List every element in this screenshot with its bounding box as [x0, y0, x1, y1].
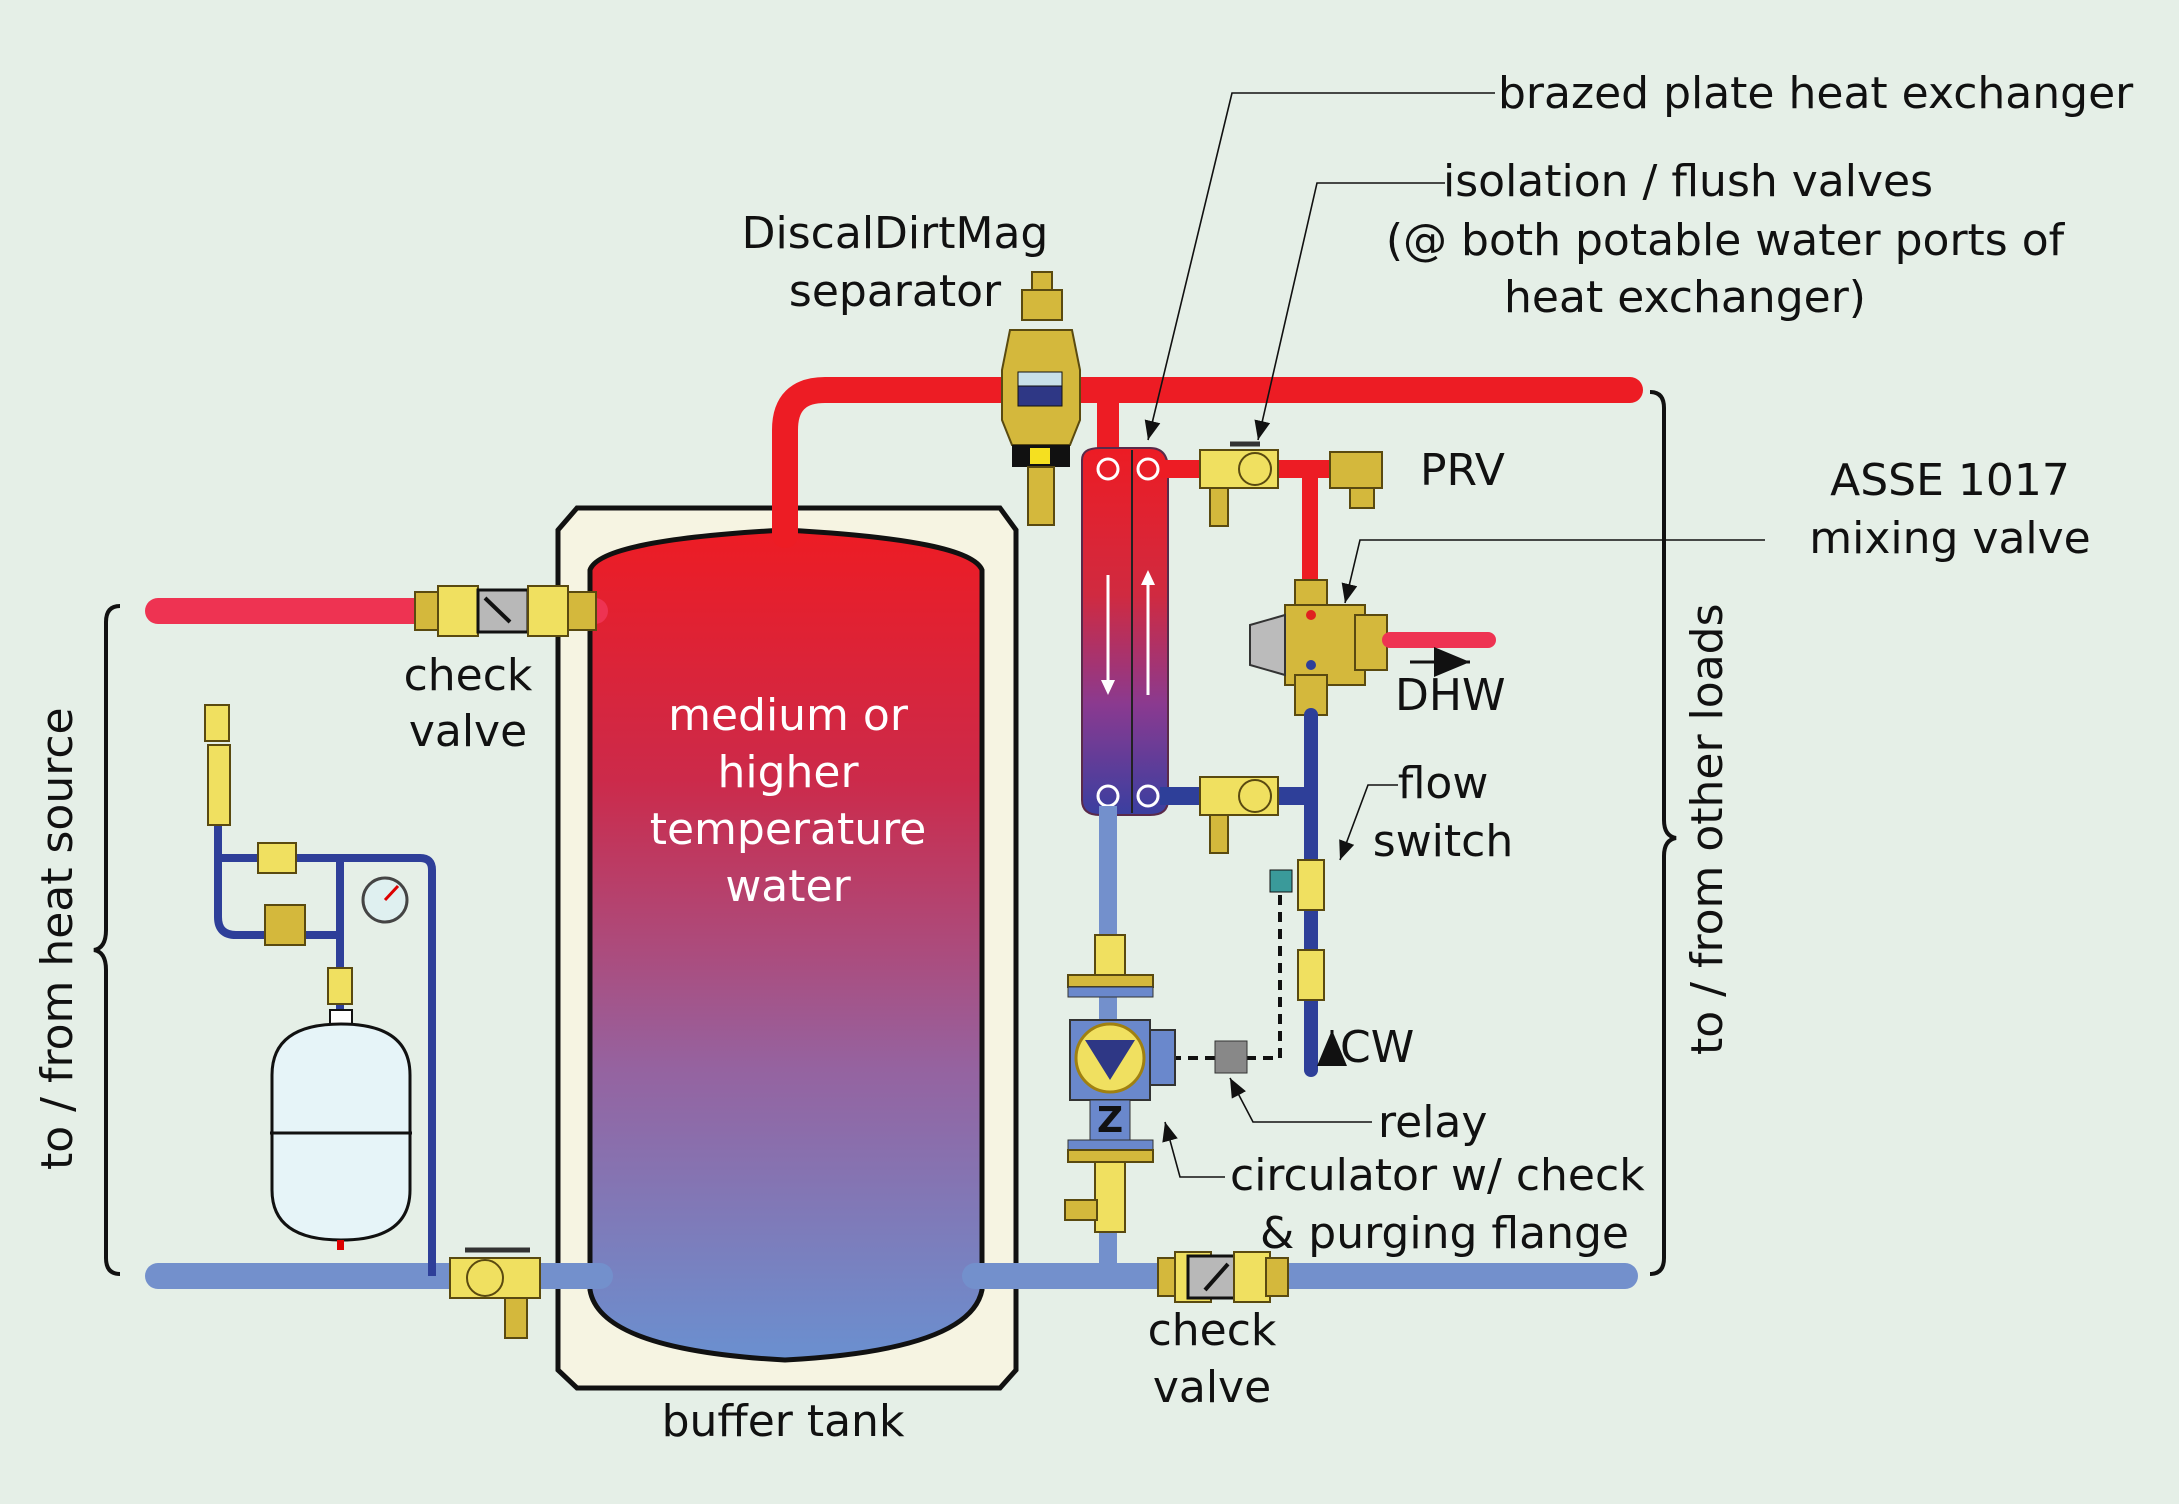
svg-text:Z: Z — [1097, 1100, 1123, 1141]
relay-box — [1214, 1040, 1248, 1074]
dhw-label: DHW — [1395, 670, 1505, 721]
relay-label: relay — [1378, 1097, 1487, 1148]
cw-label: CW — [1340, 1022, 1414, 1073]
tank-label-line3: temperature — [650, 804, 927, 855]
check-valve-top — [414, 585, 597, 637]
mixing-valve — [1249, 579, 1388, 716]
brazed-plate-label: brazed plate heat exchanger — [1498, 68, 2134, 119]
isolation-label-2: (@ both potable water ports of — [1386, 215, 2066, 266]
dirt-separator — [1001, 271, 1081, 526]
prv-label: PRV — [1420, 445, 1505, 496]
circulator: Z — [1064, 934, 1176, 1233]
heat-exchanger — [1081, 447, 1169, 816]
expansion-tank — [270, 1009, 412, 1250]
flow-switch-label-1: flow — [1398, 758, 1489, 809]
mixing-valve-label-2: mixing valve — [1809, 513, 2091, 564]
other-loads-label: to / from other loads — [1682, 603, 1733, 1055]
circulator-label-1: circulator w/ check — [1230, 1150, 1645, 1201]
leader-lines — [1144, 92, 1765, 1178]
tank-label-line1: medium or — [668, 690, 909, 741]
flow-switch-label-2: switch — [1373, 816, 1513, 867]
check-valve-bottom-label-1: check — [1148, 1305, 1277, 1356]
purge-valve-left — [449, 1247, 541, 1339]
isolation-valve-bottom — [1199, 776, 1279, 854]
cw-shutoff-valve — [1297, 949, 1325, 1001]
check-valve-bottom — [1157, 1251, 1289, 1303]
isolation-label-1: isolation / flush valves — [1443, 156, 1933, 207]
fill-assembly — [204, 704, 436, 1276]
heat-source-label: to / from heat source — [32, 707, 83, 1170]
heat-source-brace — [93, 604, 121, 1276]
check-valve-top-label-2: valve — [409, 706, 527, 757]
separator-label-2: separator — [789, 266, 1002, 317]
other-loads-brace — [1649, 390, 1677, 1276]
separator-label-1: DiscalDirtMag — [742, 208, 1049, 259]
control-wiring — [1175, 895, 1282, 1060]
prv-valve — [1329, 451, 1383, 509]
check-valve-top-label-1: check — [404, 650, 533, 701]
flow-switch — [1269, 859, 1325, 911]
isolation-label-3: heat exchanger) — [1504, 272, 1866, 323]
check-valve-bottom-label-2: valve — [1153, 1362, 1271, 1413]
isolation-valve-top — [1199, 441, 1279, 527]
tank-label-line2: higher — [717, 747, 859, 798]
buffer-tank: medium or higher temperature water — [555, 505, 1019, 1391]
buffer-tank-label: buffer tank — [662, 1396, 905, 1447]
mixing-valve-label-1: ASSE 1017 — [1830, 455, 2070, 506]
tank-label-line4: water — [725, 861, 851, 912]
circulator-label-2: & purging flange — [1260, 1208, 1629, 1259]
